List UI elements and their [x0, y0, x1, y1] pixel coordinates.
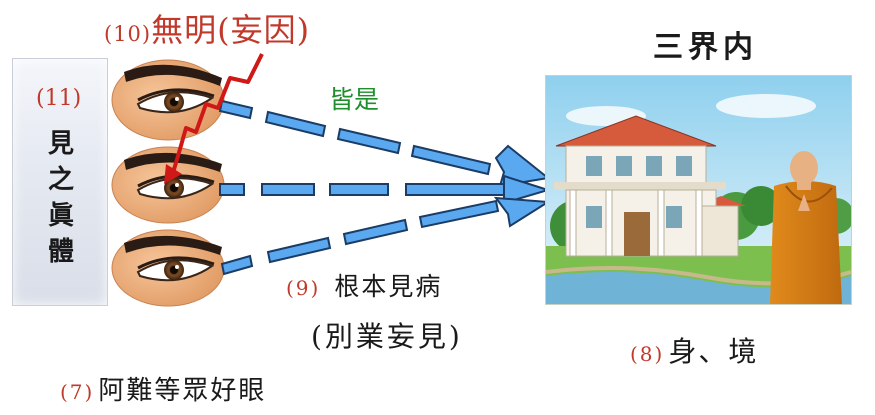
good-eyes-number: (7)	[60, 380, 95, 404]
body-realm-text: 身、境	[668, 335, 759, 368]
arrow-bottom	[220, 196, 552, 276]
panel-number: (11)	[36, 86, 82, 111]
three-realms-label: 三界内	[653, 30, 758, 65]
house-monk-scene	[545, 75, 852, 305]
body-realm-number: (8)	[630, 342, 665, 366]
eye-icon-top	[111, 59, 225, 141]
body-realm-label: (8)身、境	[630, 330, 758, 370]
arrow-middle	[219, 174, 552, 205]
good-eyes-label: (7)阿難等眾好眼	[60, 370, 266, 407]
good-eyes-text: 阿難等眾好眼	[98, 376, 267, 406]
fundamental-view-text: 根本見病	[334, 272, 443, 301]
true-nature-panel	[12, 58, 108, 306]
ignorance-label: (10)無明(妄因)	[104, 5, 310, 51]
ignorance-number: (10)	[104, 22, 152, 46]
karma-view-label: (別業妄見)	[311, 320, 463, 353]
fundamental-view-label: (9) 根本見病	[286, 267, 442, 303]
ignorance-text: 無明(妄因)	[151, 11, 311, 49]
all-are-label: 皆是	[329, 85, 380, 114]
eye-icon-middle	[111, 146, 225, 224]
lightning-arrow-icon	[164, 53, 264, 184]
fundamental-view-number: (9)	[286, 276, 321, 300]
arrow-top	[218, 99, 551, 188]
panel-vertical-text: 見之眞體	[47, 129, 74, 267]
eye-icon-bottom	[111, 229, 225, 307]
